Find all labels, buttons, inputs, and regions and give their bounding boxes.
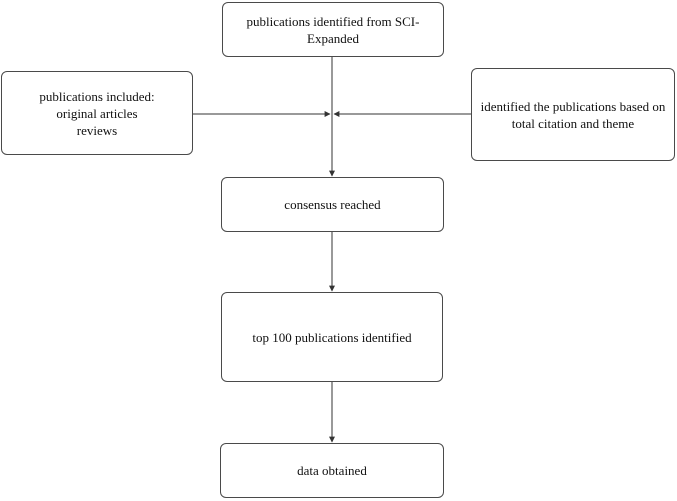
top100-box: top 100 publications identified: [221, 292, 443, 382]
identify-box: identified the publications based on tot…: [471, 68, 675, 161]
identify-box-label: identified the publications based on tot…: [480, 98, 666, 131]
included-box-label: publications included: original articles…: [39, 88, 155, 138]
consensus-box-label: consensus reached: [284, 197, 381, 212]
included-box: publications included: original articles…: [1, 71, 193, 155]
consensus-box: consensus reached: [221, 177, 444, 232]
source-box: publications identified from SCI- Expand…: [222, 2, 444, 57]
top100-box-label: top 100 publications identified: [252, 329, 412, 345]
data-box-label: data obtained: [297, 463, 367, 478]
source-box-label: publications identified from SCI- Expand…: [246, 13, 420, 46]
data-box: data obtained: [220, 443, 444, 498]
